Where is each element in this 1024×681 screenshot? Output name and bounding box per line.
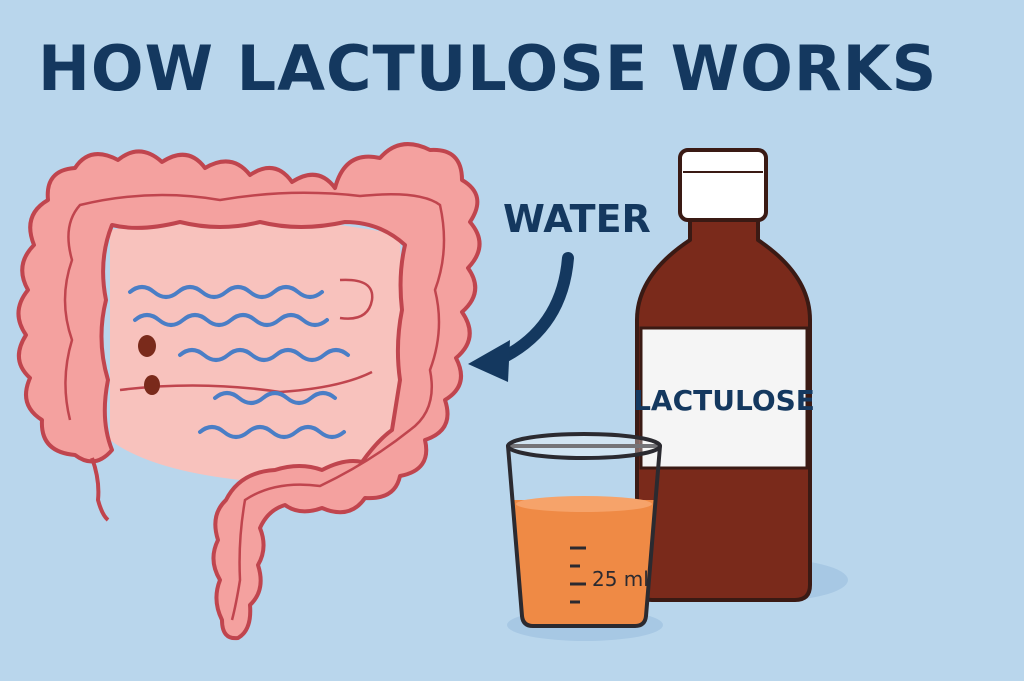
page-title: HOW LACTULOSE WORKS bbox=[38, 32, 938, 105]
cup-liquid bbox=[508, 500, 660, 626]
intestine-icon bbox=[16, 142, 482, 641]
stool-spot bbox=[138, 335, 156, 357]
arrow-label: WATER bbox=[503, 197, 651, 241]
measure-ticks bbox=[570, 546, 586, 604]
water-waves bbox=[128, 285, 350, 439]
bottle-label: LACTULOSE bbox=[633, 384, 815, 417]
cap bbox=[678, 148, 768, 222]
cup-measure-label: 25 ml bbox=[592, 567, 649, 591]
bottle-icon: LACTULOSE bbox=[633, 148, 848, 602]
stool-spot bbox=[144, 375, 160, 395]
arrow-icon bbox=[468, 252, 574, 382]
cup-icon: 25 ml bbox=[506, 432, 663, 641]
bottle-label-area bbox=[639, 326, 809, 470]
